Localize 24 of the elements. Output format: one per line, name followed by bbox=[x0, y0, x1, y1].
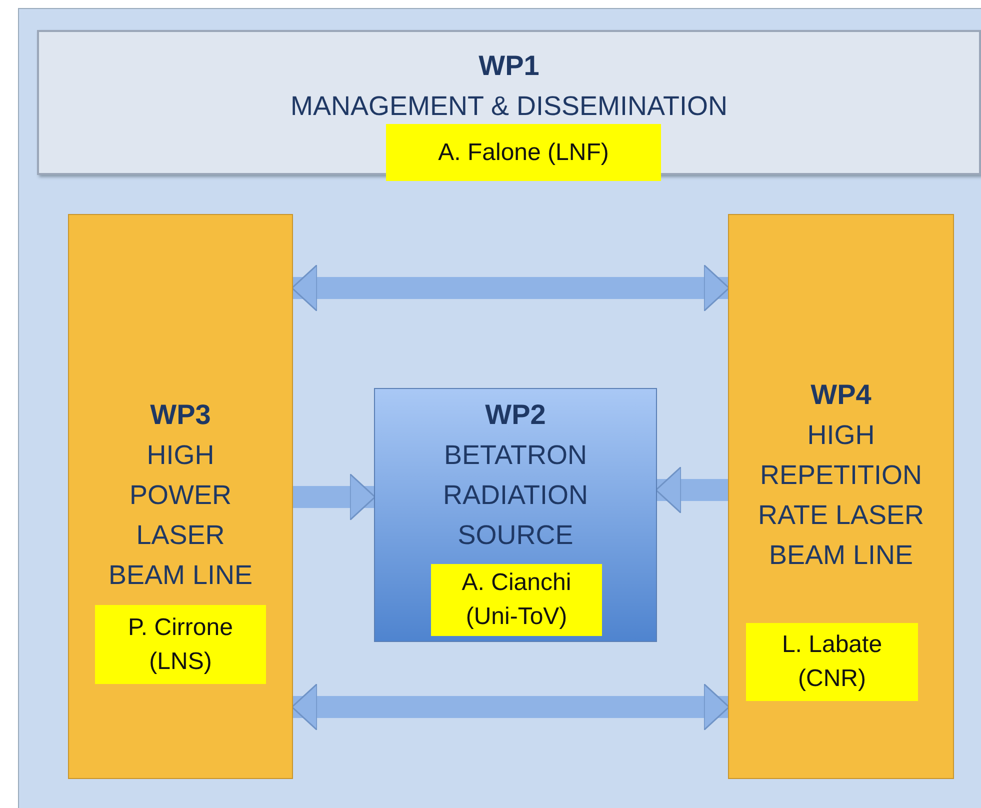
package-description: HIGH POWER LASER BEAM LINE bbox=[107, 439, 254, 592]
package-title: WP3 bbox=[149, 398, 212, 432]
block-arrow bbox=[293, 473, 376, 521]
package-title: WP4 bbox=[810, 378, 872, 412]
block-arrow bbox=[291, 264, 730, 312]
package-description: HIGH REPETITION RATE LASER BEAM LINE bbox=[756, 419, 926, 572]
work-package-box bbox=[68, 214, 293, 779]
package-description: BETATRON RADIATION SOURCE bbox=[442, 439, 589, 552]
work-package-box bbox=[37, 30, 981, 175]
person-name: L. Labate (CNR) bbox=[780, 630, 884, 694]
name-highlight bbox=[746, 623, 918, 701]
block-arrow bbox=[655, 466, 728, 514]
block-arrow bbox=[291, 683, 730, 731]
package-title: WP1 bbox=[478, 49, 540, 83]
person-name: A. Falone (LNF) bbox=[438, 138, 609, 168]
package-title: WP2 bbox=[484, 398, 547, 432]
name-highlight bbox=[95, 605, 266, 684]
person-name: A. Cianchi (Uni-ToV) bbox=[460, 568, 572, 632]
name-highlight bbox=[431, 564, 602, 636]
package-description: MANAGEMENT & DISSEMINATION bbox=[289, 90, 729, 123]
person-name: P. Cirrone (LNS) bbox=[127, 612, 234, 676]
name-highlight bbox=[386, 124, 661, 181]
work-package-box bbox=[374, 388, 657, 642]
work-package-box bbox=[728, 214, 954, 779]
